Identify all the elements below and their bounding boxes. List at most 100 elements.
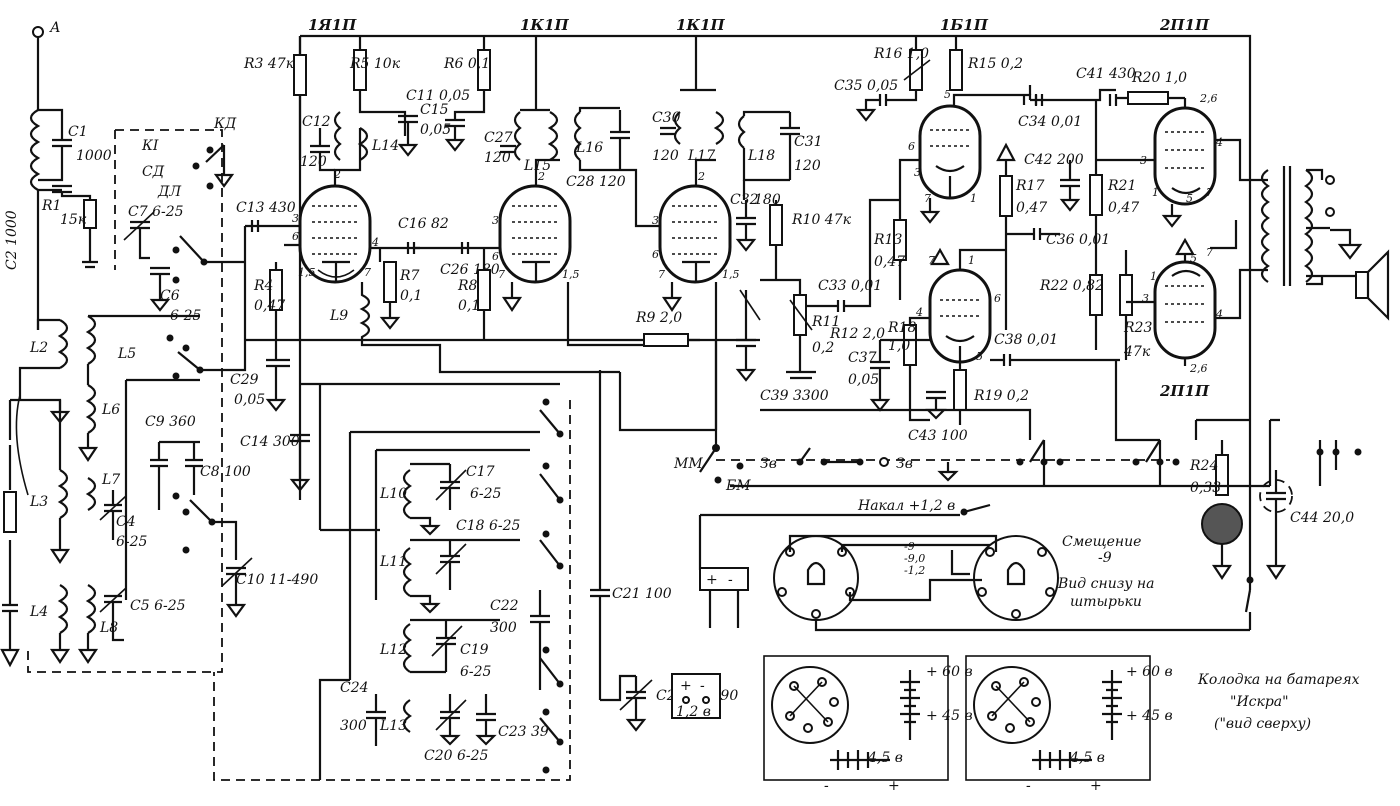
r24-label: R24	[1189, 458, 1218, 474]
c36-label: С36 0,01	[1046, 232, 1110, 248]
c38-label: С38 0,01	[994, 332, 1058, 348]
c28-label: С28 120	[566, 174, 626, 190]
anode-supply-rail	[298, 34, 1252, 590]
c15-value: 0,05	[420, 122, 451, 138]
l17-label: L17	[687, 148, 715, 164]
battery-block-caption: Колодка на батареях "Искра" ("вид сверху…	[1197, 672, 1360, 732]
r7-value: 0,1	[400, 288, 422, 304]
svg-text:-1,2: -1,2	[904, 564, 925, 577]
c23-label: С23 39	[498, 724, 549, 740]
r11-label: R11	[811, 314, 840, 330]
l15-label: L15	[523, 158, 551, 174]
l10-label: L10	[379, 486, 407, 502]
r5-label: R5 10к	[349, 56, 401, 72]
svg-text:6: 6	[492, 250, 499, 263]
r11-value: 0,2	[812, 340, 834, 356]
tube-v2-if-amp: 1К1П 3 6 2 7 1,5 С26 180 R8 0,1 R6 0,1 С…	[420, 16, 660, 347]
c14-label: С14 300	[240, 434, 300, 450]
tube-v6-label: 2П1П	[1159, 16, 1210, 34]
svg-text:7: 7	[498, 268, 505, 281]
l14-label: L14	[371, 138, 399, 154]
zv2-label: Зв	[896, 456, 913, 472]
l3-label: L3	[29, 494, 48, 510]
bias-value: -9	[1098, 550, 1112, 566]
zv1-label: Зв	[760, 456, 777, 472]
svg-text:4: 4	[1215, 136, 1223, 149]
filament-label: Накал +1,2 в	[857, 498, 955, 514]
c7-label: С7 6-25	[128, 204, 184, 220]
svg-text:7: 7	[924, 192, 931, 205]
socket-note-1: Вид снизу на	[1057, 576, 1154, 592]
tube-v5-af-amp: 1 4 6 7 5 R18 1,0 С37 0,05 С43 100 R19 0…	[848, 247, 1152, 444]
c6-value: 6-25	[170, 308, 202, 324]
r6-label: R6 0,1	[443, 56, 490, 72]
svg-text:7: 7	[658, 268, 665, 281]
c22-label: С22	[490, 598, 519, 614]
c44-label: С44 20,0	[1290, 510, 1354, 526]
tuning-indicator-icon	[1201, 503, 1243, 545]
svg-text:+: +	[706, 572, 718, 588]
svg-text:7: 7	[928, 254, 935, 267]
l4-label: L4	[29, 604, 48, 620]
c33-label: С33 0,01	[818, 278, 882, 294]
svg-text:6: 6	[292, 230, 299, 243]
c19-label: С19	[460, 642, 489, 658]
l18-label: L18	[747, 148, 775, 164]
l9-label: L9	[329, 308, 348, 324]
c17-label: С17	[466, 464, 495, 480]
r24-value: 0,33	[1190, 480, 1221, 496]
c27-label: С27	[484, 130, 513, 146]
r9-label: R9 2,0	[635, 310, 682, 326]
tube-v1-converter: 1Я1П 3 6 2 4 1,5 7 С13 430 С16 82 R7 0,1…	[230, 16, 700, 500]
c17-value: 6-25	[470, 486, 502, 502]
svg-text:3: 3	[652, 214, 659, 227]
tube-v1-label: 1Я1П	[308, 16, 357, 34]
r4-value: 0,47	[254, 298, 285, 314]
c21-label: С21 100	[612, 586, 672, 602]
antenna-input-section: А С1 1000 15к R1 С2 1000 L2 L3 L4	[0, 20, 112, 668]
svg-text:3: 3	[292, 212, 299, 225]
svg-text:4,5 в: 4,5 в	[1069, 750, 1105, 766]
svg-text:1,5: 1,5	[562, 268, 580, 281]
battery-plug-left: + 60 в + 45 в 4,5 в - +	[763, 655, 973, 794]
c24-value: 300	[340, 718, 367, 734]
dl-label: ДЛ	[157, 184, 181, 200]
tube-v4-detector: 1Б1П 5 6 3 7 1 R15 0,2 R16 1,0 С35 0,05 …	[834, 16, 1187, 350]
svg-text:+: +	[1090, 778, 1102, 794]
socket-note-2: штырьки	[1070, 594, 1142, 610]
c9-label: С9 360	[145, 414, 196, 430]
c43-label: С43 100	[908, 428, 968, 444]
svg-text:4: 4	[371, 236, 379, 249]
battery-plug-right: + 60 в + 45 в 4,5 в - +	[965, 655, 1173, 794]
tube-v7-output: 2П1П 1 3 4 5 7 2,6	[1126, 220, 1268, 400]
c27-value: 120	[484, 150, 511, 166]
svg-text:6: 6	[652, 248, 659, 261]
l7-label: L7	[101, 472, 120, 488]
svg-text:5: 5	[976, 350, 983, 363]
c22-value: 300	[490, 620, 517, 636]
r13-label: R13	[873, 232, 902, 248]
kd-label: КД	[213, 116, 237, 132]
svg-text:-: -	[1026, 778, 1031, 794]
r18-value: 1,0	[888, 338, 910, 354]
l11-label: L11	[379, 554, 407, 570]
l2-label: L2	[29, 340, 48, 356]
svg-text:1,5: 1,5	[722, 268, 740, 281]
r8-value: 0,1	[458, 298, 480, 314]
svg-text:1: 1	[1152, 186, 1159, 199]
r22-label: R22 0,82	[1039, 278, 1104, 294]
c39-label: С39 3300	[760, 388, 829, 404]
c1-label: С1	[68, 124, 88, 140]
r17-label: R17	[1015, 178, 1044, 194]
bias-title: Смещение	[1062, 534, 1141, 550]
svg-text:-9,0: -9,0	[904, 552, 925, 565]
loudspeaker-icon	[1355, 249, 1390, 321]
filament-cell-icon	[699, 567, 749, 591]
c31-label: С31	[794, 134, 823, 150]
mm-label: ММ	[673, 456, 703, 472]
c20-label: С20 6-25	[424, 748, 489, 764]
r21-label: R21	[1107, 178, 1136, 194]
r1-label: R1	[41, 198, 61, 214]
c31-value: 120	[794, 158, 821, 174]
